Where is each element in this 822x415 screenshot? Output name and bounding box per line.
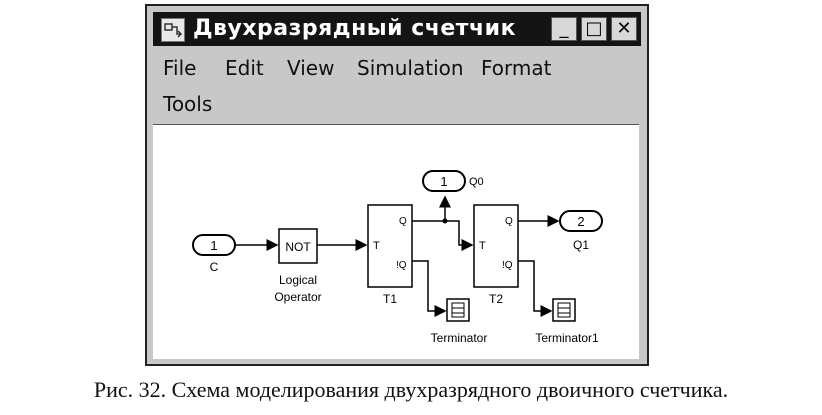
inport-c-number: 1 <box>210 238 217 253</box>
menu-simulation[interactable]: Simulation <box>357 56 464 80</box>
inport-c-label: C <box>210 260 219 274</box>
close-button[interactable]: ✕ <box>611 17 637 41</box>
outport-q1[interactable]: 2 Q1 <box>559 210 603 252</box>
menu-bar: File Edit View Simulation Format Tools <box>153 50 641 122</box>
diagram-canvas[interactable]: 1 C NOT Logical Operator T Q !Q T1 <box>153 124 639 359</box>
flipflop-t1[interactable]: T Q !Q T1 <box>367 204 413 306</box>
outport-q0[interactable]: 1 Q0 <box>422 170 484 192</box>
title-bar[interactable]: Двухразрядный счетчик _ □ ✕ <box>153 12 641 46</box>
line-t1-notq <box>412 260 447 317</box>
model-icon <box>161 18 185 42</box>
block-diagram: 1 C NOT Logical Operator T Q !Q T1 <box>192 170 603 345</box>
terminator1[interactable]: Terminator1 <box>535 298 599 345</box>
menu-format[interactable]: Format <box>481 56 552 80</box>
terminator-label: Terminator <box>431 331 488 345</box>
t2-label: T2 <box>489 292 503 306</box>
not-block-label-1: Logical <box>279 273 317 287</box>
t1-label: T1 <box>383 292 397 306</box>
t1-port-q: Q <box>399 216 407 227</box>
terminator1-label: Terminator1 <box>535 331 599 345</box>
menu-view[interactable]: View <box>287 56 335 80</box>
menu-tools[interactable]: Tools <box>163 92 213 116</box>
simulink-window: Двухразрядный счетчик _ □ ✕ File Edit Vi… <box>145 4 649 366</box>
t1-port-t: T <box>373 240 380 252</box>
maximize-button[interactable]: □ <box>581 17 607 41</box>
t2-port-q: Q <box>505 216 513 227</box>
t2-port-t: T <box>479 240 486 252</box>
not-block-text: NOT <box>285 240 311 254</box>
t2-port-notq: !Q <box>502 260 513 271</box>
t1-port-notq: !Q <box>396 260 407 271</box>
figure-caption: Рис. 32. Схема моделирования двухразрядн… <box>93 377 729 402</box>
outport-q0-number: 1 <box>440 174 447 189</box>
inport-c[interactable]: 1 C <box>192 234 236 274</box>
menu-file[interactable]: File <box>163 56 197 80</box>
menu-edit[interactable]: Edit <box>225 56 264 80</box>
not-block-label-2: Operator <box>274 290 321 304</box>
line-t2-notq <box>518 260 553 317</box>
terminator[interactable]: Terminator <box>431 298 488 345</box>
flipflop-t2[interactable]: T Q !Q T2 <box>473 204 519 306</box>
outport-q0-label: Q0 <box>469 176 484 188</box>
outport-q1-number: 2 <box>577 214 584 229</box>
not-block[interactable]: NOT Logical Operator <box>274 228 322 304</box>
line-to-t2 <box>445 220 474 251</box>
outport-q1-label: Q1 <box>573 238 589 252</box>
window-title: Двухразрядный счетчик <box>193 16 517 41</box>
minimize-button[interactable]: _ <box>551 17 577 41</box>
